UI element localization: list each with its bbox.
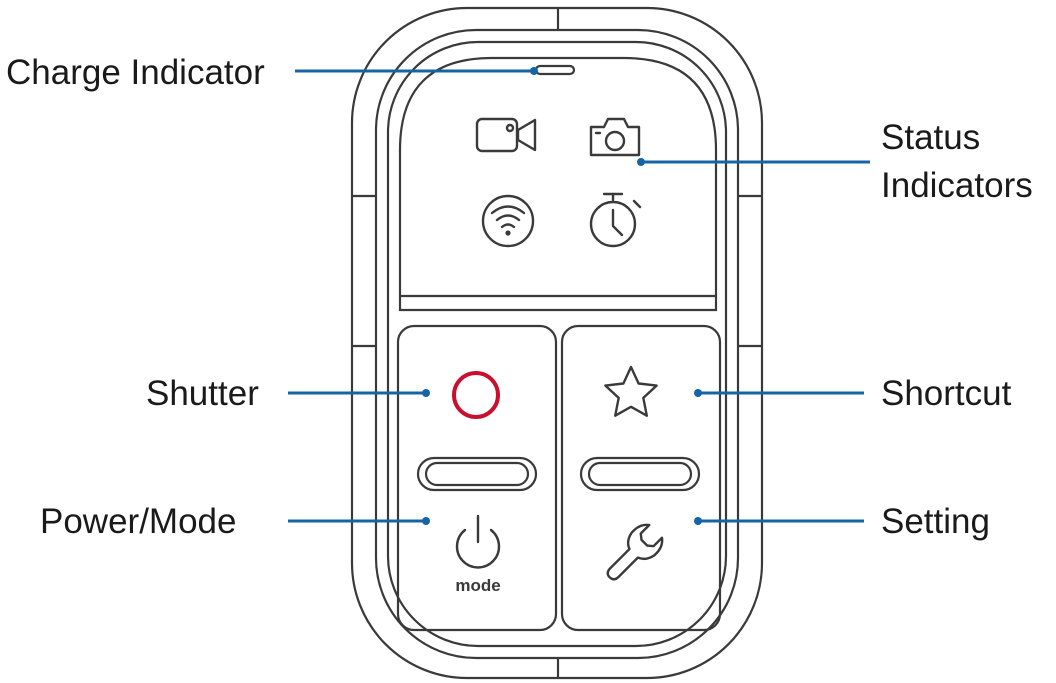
setting-button[interactable] [598,520,667,589]
left-rocker-inner [424,461,530,487]
shutter-leader [288,389,430,397]
right-rocker-inner [587,461,693,487]
status-indicators-label-line1: Status [881,118,980,157]
right-button-panel [560,324,722,632]
charge-indicator-label: Charge Indicator [6,53,265,92]
wifi-icon [481,194,535,248]
setting-label: Setting [881,502,990,541]
star-icon [604,365,658,417]
charge-indicator-led [534,64,576,76]
photo-camera-icon [589,117,641,157]
status-indicators-label-line2: Indicators [881,166,1033,205]
shutter-button[interactable] [452,371,500,419]
remote-body [350,6,764,680]
status-display [398,56,718,312]
mode-text: mode [455,576,500,595]
left-rocker-slot [416,456,538,492]
video-camera-icon [475,117,537,153]
shutter-label: Shutter [146,374,259,413]
left-button-panel [396,324,558,632]
power-icon [455,528,501,569]
setting-leader [694,517,864,525]
shortcut-label: Shortcut [881,374,1012,413]
wrench-icon [606,523,664,581]
status-indicators-leader [637,158,870,166]
shortcut-button[interactable] [604,365,658,417]
right-rocker-slot [579,456,701,492]
timer-icon [589,192,642,248]
power-mode-button[interactable]: mode [455,514,501,595]
power-mode-label: Power/Mode [40,502,236,541]
power-mode-leader [288,517,430,525]
charge-indicator-leader [295,67,538,75]
shortcut-leader [694,389,864,397]
